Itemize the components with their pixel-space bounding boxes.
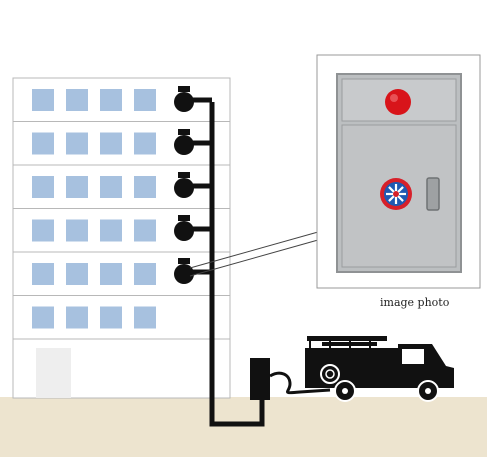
floor-dividers: [13, 121, 230, 340]
window: [134, 306, 156, 329]
hydrant-outlet-icon: [174, 172, 212, 198]
ground: [0, 397, 487, 457]
window: [134, 132, 156, 155]
window: [32, 263, 54, 285]
window: [32, 132, 54, 155]
callout-lines: [189, 231, 319, 277]
photo-caption: image photo: [380, 296, 450, 309]
siamese-connection: [250, 358, 331, 400]
window-grid: [32, 89, 156, 329]
building: [12, 77, 231, 399]
window: [66, 306, 88, 329]
window: [100, 176, 122, 198]
fire-truck-icon: [305, 336, 454, 402]
window: [66, 132, 88, 155]
window: [100, 306, 122, 329]
window: [100, 263, 122, 285]
window: [32, 89, 54, 111]
window: [134, 263, 156, 285]
window: [66, 219, 88, 242]
window: [66, 263, 88, 285]
hydrant-outlet-icon: [174, 129, 212, 155]
entrance-door: [36, 348, 71, 398]
window: [100, 89, 122, 111]
fire-emblem-icon: [380, 178, 412, 210]
window: [100, 132, 122, 155]
hydrant-outlet-icon: [174, 258, 212, 284]
window: [134, 219, 156, 242]
window: [32, 219, 54, 242]
hydrant-cabinet-photo: [316, 54, 481, 289]
hydrant-outlet-icon: [174, 215, 212, 241]
standpipe: [174, 86, 265, 427]
red-lamp-icon: [385, 89, 411, 115]
cabinet-handle: [426, 177, 440, 211]
window: [134, 176, 156, 198]
window: [66, 89, 88, 111]
window: [32, 306, 54, 329]
hydrant-outlet-icon: [174, 86, 212, 112]
window: [134, 89, 156, 111]
window: [100, 219, 122, 242]
window: [32, 176, 54, 198]
window: [66, 176, 88, 198]
